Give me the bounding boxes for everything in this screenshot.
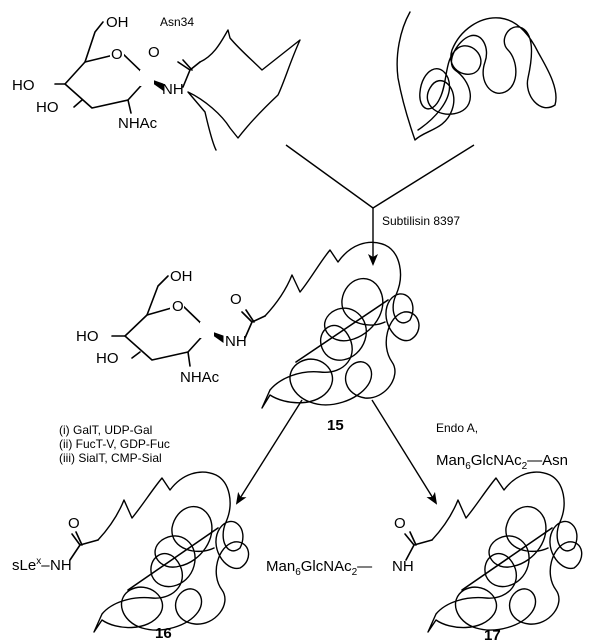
arrow-to-17 xyxy=(371,399,438,505)
ring-oxygen-label: O xyxy=(111,46,123,63)
protein-16-scribble xyxy=(93,471,250,633)
arrow-to-16 xyxy=(235,399,303,505)
nhac-label: NHAc xyxy=(180,369,220,386)
compound-number: 15 xyxy=(327,417,344,434)
nh-label: NH xyxy=(225,333,247,350)
protein-17-crossline xyxy=(461,527,553,591)
slex-label: sLex– xyxy=(12,556,50,574)
amide-bond xyxy=(177,59,201,88)
oh-label: OH xyxy=(106,14,129,31)
ho-label: HO xyxy=(76,328,99,345)
nh-label: NH xyxy=(50,557,72,574)
glycosylation-step: (i) GalT, UDP-Gal xyxy=(59,423,152,437)
protein-16-crossline xyxy=(127,527,219,591)
ho-label: HO xyxy=(36,99,59,116)
ligation-condition: Subtilisin 8397 xyxy=(382,214,460,228)
carbonyl-oxygen-label: O xyxy=(394,515,406,532)
carbonyl-oxygen-label: O xyxy=(230,291,242,308)
amide-bond xyxy=(404,531,433,561)
residue-label: Asn34 xyxy=(160,15,194,29)
ho-label: HO xyxy=(12,77,35,94)
carbonyl-oxygen-label: O xyxy=(148,44,160,61)
protein-fragment-scribble xyxy=(396,11,557,141)
protein-17-scribble xyxy=(427,471,583,633)
nh-label: NH xyxy=(162,81,184,98)
protein-15-scribble xyxy=(261,241,420,409)
endo-a-reagent: Endo A, xyxy=(436,421,478,435)
carbonyl-oxygen-label: O xyxy=(68,515,80,532)
convergent-lines xyxy=(285,144,475,209)
glcnac-ring-middle xyxy=(111,275,224,367)
amide-bond xyxy=(241,309,266,339)
glycosylation-step: (iii) SialT, CMP-Sial xyxy=(59,451,162,465)
nhac-label: NHAc xyxy=(118,115,158,132)
glycosylation-step: (ii) FucT-V, GDP-Fuc xyxy=(59,437,170,451)
protein-15-crossline xyxy=(295,299,389,363)
man6glcnac2-label: Man6GlcNAc2— xyxy=(266,558,372,578)
amide-bond xyxy=(69,531,99,561)
glcnac-ring xyxy=(54,21,164,114)
oh-label: OH xyxy=(170,268,193,285)
glcnac-peptide-fragment: OH HO HO O NHAc NH O Asn34 xyxy=(12,14,301,151)
compound-number: 17 xyxy=(484,627,501,642)
compound-number: 16 xyxy=(155,625,172,642)
ring-oxygen-label: O xyxy=(172,298,184,315)
glycan-donor: Man6GlcNAc2—Asn xyxy=(436,452,568,472)
peptide-fragment-backbone xyxy=(187,29,301,151)
ho-label: HO xyxy=(96,350,119,367)
nh-label: NH xyxy=(392,558,414,575)
